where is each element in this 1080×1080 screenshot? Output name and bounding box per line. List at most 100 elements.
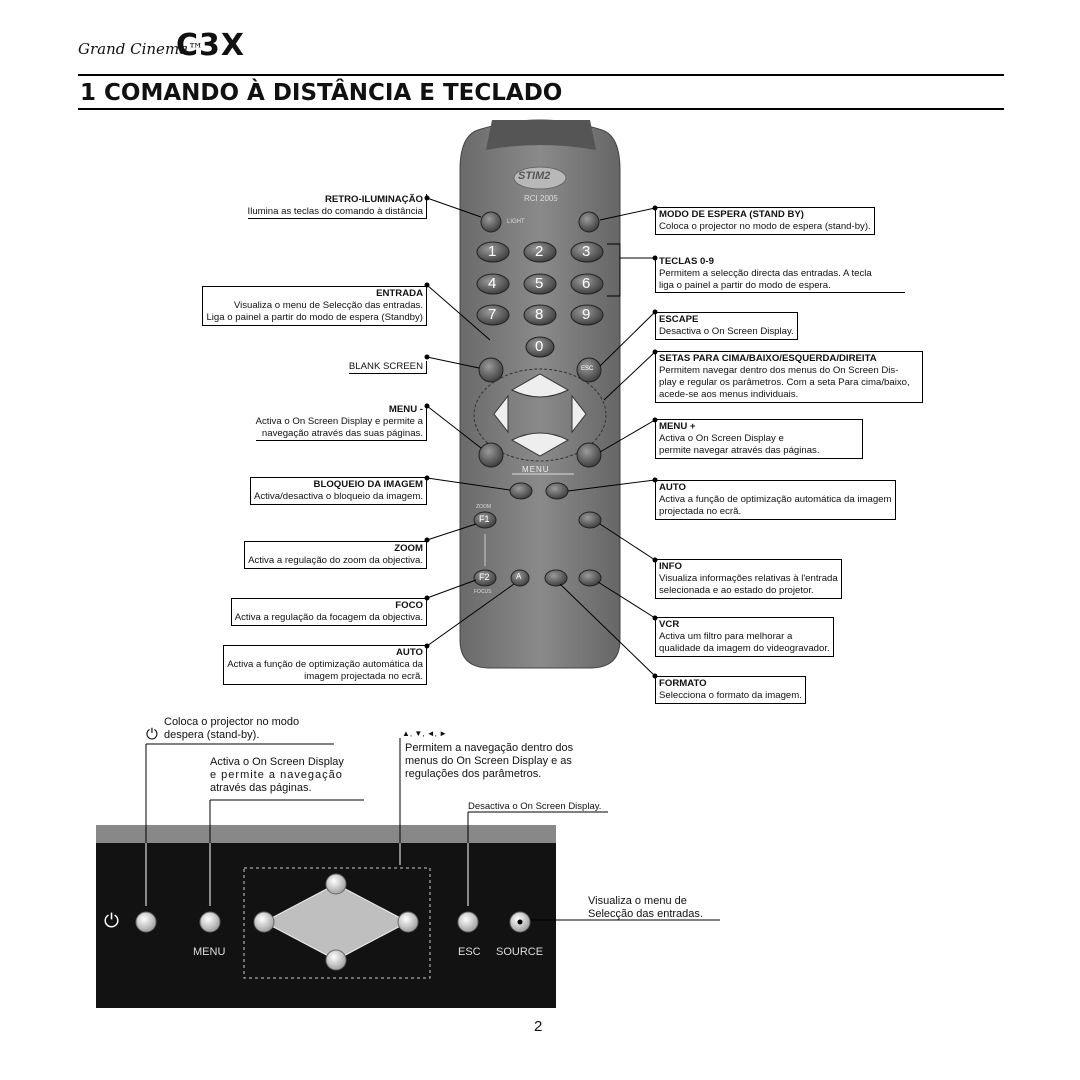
keypad-arrows-symbols: ▲, ▼, ◄, ► [402,729,448,738]
keypad-standby-line2: despera (stand-by). [164,729,260,741]
annotation-teclas: TECLAS 0-9 Permitem a selecção directa d… [655,256,905,293]
annotation-info: INFO Visualiza informações relativas à l… [655,559,842,599]
remote-key-1[interactable]: 1 [488,243,497,260]
annotation-menu-plus-line2: permite navegar através das páginas. [659,445,820,456]
remote-key-4[interactable]: 4 [488,275,497,292]
remote-f1-label: F1 [479,514,490,524]
keypad-down-button[interactable] [326,950,346,970]
annotation-menu-minus-line1: Activa o On Screen Display e permite a [255,416,423,427]
remote-key-3[interactable]: 3 [582,243,591,260]
annotation-teclas-line2: liga o painel a partir do modo de espera… [659,280,831,291]
keypad-standby-button[interactable] [136,912,156,932]
keypad-source-line2: Selecção das entradas. [588,908,703,920]
remote-key-5[interactable]: 5 [535,275,544,292]
keypad-left-button[interactable] [254,912,274,932]
header-rule-top [78,74,1004,76]
annotation-entrada: ENTRADA Visualiza o menu de Selecção das… [202,286,427,326]
keypad-esc-button[interactable] [458,912,478,932]
annotation-entrada-line1: Visualiza o menu de Selecção das entrada… [233,300,423,311]
annotation-setas-line3: acede-se aos menus individuais. [659,389,799,400]
keypad-standby-line1: Coloca o projector no modo [164,716,300,728]
annotation-entrada-line2: Liga o painel a partir do modo de espera… [206,312,423,323]
annotation-vcr-head: VCR [659,619,680,630]
annotation-menu-plus: MENU + Activa o On Screen Display e perm… [655,419,863,459]
annotation-escape-text: Desactiva o On Screen Display. [659,326,794,337]
keypad-menu-line1: Activa o On Screen Display [210,756,344,768]
remote-focus-label: FOCUS [474,589,492,595]
keypad-label-source: SOURCE [496,946,544,958]
keypad-source-button[interactable] [510,912,530,932]
remote-key-6[interactable]: 6 [582,275,591,292]
annotation-formato-head: FORMATO [659,678,707,689]
annotation-zoom-text: Activa a regulação do zoom da objectiva. [248,555,423,566]
remote-light-label: LIGHT [507,219,525,225]
annotation-standby: MODO DE ESPERA (STAND BY) Coloca o proje… [655,207,875,235]
brand-script: Grand Cinema™ [78,40,204,58]
keypad-standby-text: Coloca o projector no modo despera (stan… [164,716,299,742]
remote-key-9[interactable]: 9 [582,306,591,323]
keypad-label-menu: MENU [193,946,226,958]
annotation-retro: RETRO-ILUMINAÇÃO Ilumina as teclas do co… [247,194,427,219]
remote-key-2[interactable]: 2 [535,243,544,260]
annotation-info-line1: Visualiza informações relativas à l'entr… [659,573,838,584]
annotation-info-head: INFO [659,561,682,572]
annotation-standby-text: Coloca o projector no modo de espera (st… [659,221,871,232]
annotation-bloqueio: BLOQUEIO DA IMAGEM Activa/desactiva o bl… [249,477,427,505]
annotation-formato: FORMATO Selecciona o formato da imagem. [655,676,806,704]
keypad-menu-text: Activa o On Screen Display e permite a n… [210,756,370,795]
annotation-auto-right-line1: Activa a função de optimização automátic… [659,494,892,505]
annotation-zoom: ZOOM Activa a regulação do zoom da objec… [244,541,427,569]
annotation-blank-head: BLANK SCREEN [348,361,423,372]
annotation-teclas-line1: Permitem a selecção directa das entradas… [659,268,872,279]
keypad-up-button[interactable] [326,874,346,894]
annotation-vcr-line2: qualidade da imagem do videogravador. [659,643,830,654]
keypad-source-text: Visualiza o menu de Selecção das entrada… [588,895,703,921]
keypad-power-icon: ⏻ [104,911,120,932]
annotation-setas-line1: Permitem navegar dentro dos menus do On … [659,365,899,376]
annotation-menu-plus-line1: Activa o On Screen Display e [659,433,784,444]
annotation-retro-text: Ilumina as teclas do comando à distância [247,206,423,217]
annotation-vcr-line1: Activa um filtro para melhorar a [659,631,793,642]
keypad-label-esc: ESC [458,946,481,958]
keypad-arrows-line1: Permitem a navegação dentro dos [405,742,574,754]
annotation-retro-head: RETRO-ILUMINAÇÃO [324,194,423,205]
annotation-entrada-head: ENTRADA [376,288,423,299]
remote-key-0[interactable]: 0 [535,338,544,355]
brand-logo: C3X [176,28,246,63]
annotation-setas: SETAS PARA CIMA/BAIXO/ESQUERDA/DIREITA P… [655,351,923,403]
remote-key-8[interactable]: 8 [535,306,544,323]
annotation-menu-minus: MENU - Activa o On Screen Display e perm… [255,404,427,441]
remote-key-7[interactable]: 7 [488,306,497,323]
keypad-source-line1: Visualiza o menu de [588,895,687,907]
keypad-menu-line2: e permite a navegação [210,769,343,781]
remote-f2-label: F2 [479,572,490,582]
power-icon: ⏻ [146,726,158,743]
annotation-auto-right-head: AUTO [659,482,687,493]
keypad-right-button[interactable] [398,912,418,932]
keypad-arrows-line2: menus do On Screen Display e as [405,755,572,767]
annotation-bloqueio-text: Activa/desactiva o bloqueio da imagem. [253,491,423,502]
annotation-auto-right-line2: projectada no ecrã. [659,506,742,517]
annotation-setas-line2: play e regular os parâmetros. Com a seta… [659,377,910,388]
annotation-auto-left: AUTO Activa a função de optimização auto… [223,645,427,685]
remote-zoom-label: ZOOM [476,504,491,510]
annotation-bloqueio-head: BLOQUEIO DA IMAGEM [313,479,423,490]
remote-menu-label: MENU [522,465,550,474]
keypad-arrows-text: Permitem a navegação dentro dos menus do… [405,742,573,781]
annotation-teclas-head: TECLAS 0-9 [659,256,714,267]
remote-logo: STIM2 [518,170,551,182]
keypad-esc-text: Desactiva o On Screen Display. [468,801,602,812]
remote-model: RCI 2005 [524,194,558,203]
annotation-foco-head: FOCO [395,600,423,611]
annotation-info-line2: selecionada e ao estado do projetor. [659,585,814,596]
header-rule-bottom [78,108,1004,110]
page-title: 1 COMANDO À DISTÂNCIA E TECLADO [80,80,563,106]
remote-a-label: A [516,572,522,581]
keypad-menu-button[interactable] [200,912,220,932]
annotation-menu-minus-line2: navegação através das suas páginas. [261,428,423,439]
page-number: 2 [534,1018,543,1035]
remote-esc-label: ESC [581,366,594,372]
annotation-blank: BLANK SCREEN [348,361,427,374]
annotation-escape-head: ESCAPE [659,314,699,325]
